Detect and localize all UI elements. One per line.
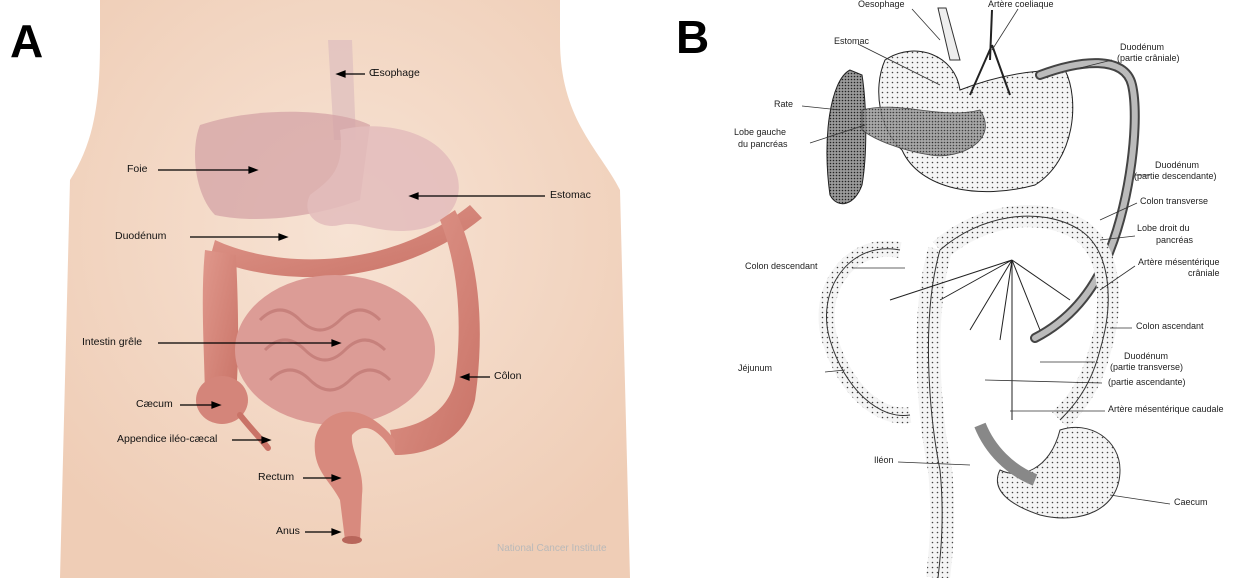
label-small-intestine: Intestin grêle: [82, 337, 142, 349]
jejunum-shape: [826, 249, 910, 416]
label-duodenum-desc-1: Duodénum: [1155, 161, 1199, 171]
label-stomach: Estomac: [834, 37, 869, 47]
label-cranial-mesenteric-2: crâniale: [1188, 269, 1220, 279]
label-duodenum-cranial-2: (partie crâniale): [1117, 54, 1180, 64]
label-descending-colon: Colon descendant: [745, 262, 818, 272]
label-duodenum-desc-2: (partie descendante): [1134, 172, 1217, 182]
label-oesophagus: Œsophage: [369, 68, 420, 80]
label-caecum: Cæcum: [136, 399, 173, 411]
label-caecum: Caecum: [1174, 498, 1208, 508]
label-anus: Anus: [276, 526, 300, 538]
label-colon: Côlon: [494, 371, 521, 383]
label-coeliac-artery: Artère coeliaque: [988, 0, 1054, 10]
panel-b: B: [640, 0, 1248, 578]
label-oesophagus: Oesophage: [858, 0, 905, 10]
label-caudal-mesenteric: Artère mésentérique caudale: [1108, 405, 1224, 415]
label-spleen: Rate: [774, 100, 793, 110]
image-credit: National Cancer Institute: [497, 543, 607, 554]
label-jejunum: Jéjunum: [738, 364, 772, 374]
label-pancreas-left-1: Lobe gauche: [734, 128, 786, 138]
label-pancreas-left-2: du pancréas: [738, 140, 788, 150]
label-cranial-mesenteric-1: Artère mésentérique: [1138, 258, 1220, 268]
label-pancreas-right-1: Lobe droit du: [1137, 224, 1190, 234]
label-duodenum: Duodénum: [115, 231, 166, 243]
panel-a: A: [0, 0, 640, 578]
label-duodenum-trans-1: Duodénum: [1124, 352, 1168, 362]
label-ascending-colon: Colon ascendant: [1136, 322, 1204, 332]
label-liver: Foie: [127, 164, 147, 176]
spleen-shape: [827, 70, 866, 204]
label-transverse-colon: Colon transverse: [1140, 197, 1208, 207]
human-digestive-illustration: [0, 0, 640, 578]
pancreas-left-shape: [862, 107, 985, 156]
label-stomach: Estomac: [550, 190, 591, 202]
label-pancreas-right-2: pancréas: [1156, 236, 1193, 246]
label-appendix: Appendice iléo-cæcal: [117, 434, 217, 446]
esophagus-shape: [938, 8, 960, 60]
anus-shape: [342, 536, 362, 544]
label-duodenum-trans-2: (partie transverse): [1110, 363, 1183, 373]
animal-digestive-diagram: [640, 0, 1248, 578]
transverse-colon-shape: [940, 216, 1108, 420]
label-ileum: Iléon: [874, 456, 894, 466]
label-duodenum-cranial-1: Duodénum: [1120, 43, 1164, 53]
label-rectum: Rectum: [258, 472, 294, 484]
label-duodenum-asc: (partie ascendante): [1108, 378, 1186, 388]
ileum-shape: [980, 425, 1035, 480]
